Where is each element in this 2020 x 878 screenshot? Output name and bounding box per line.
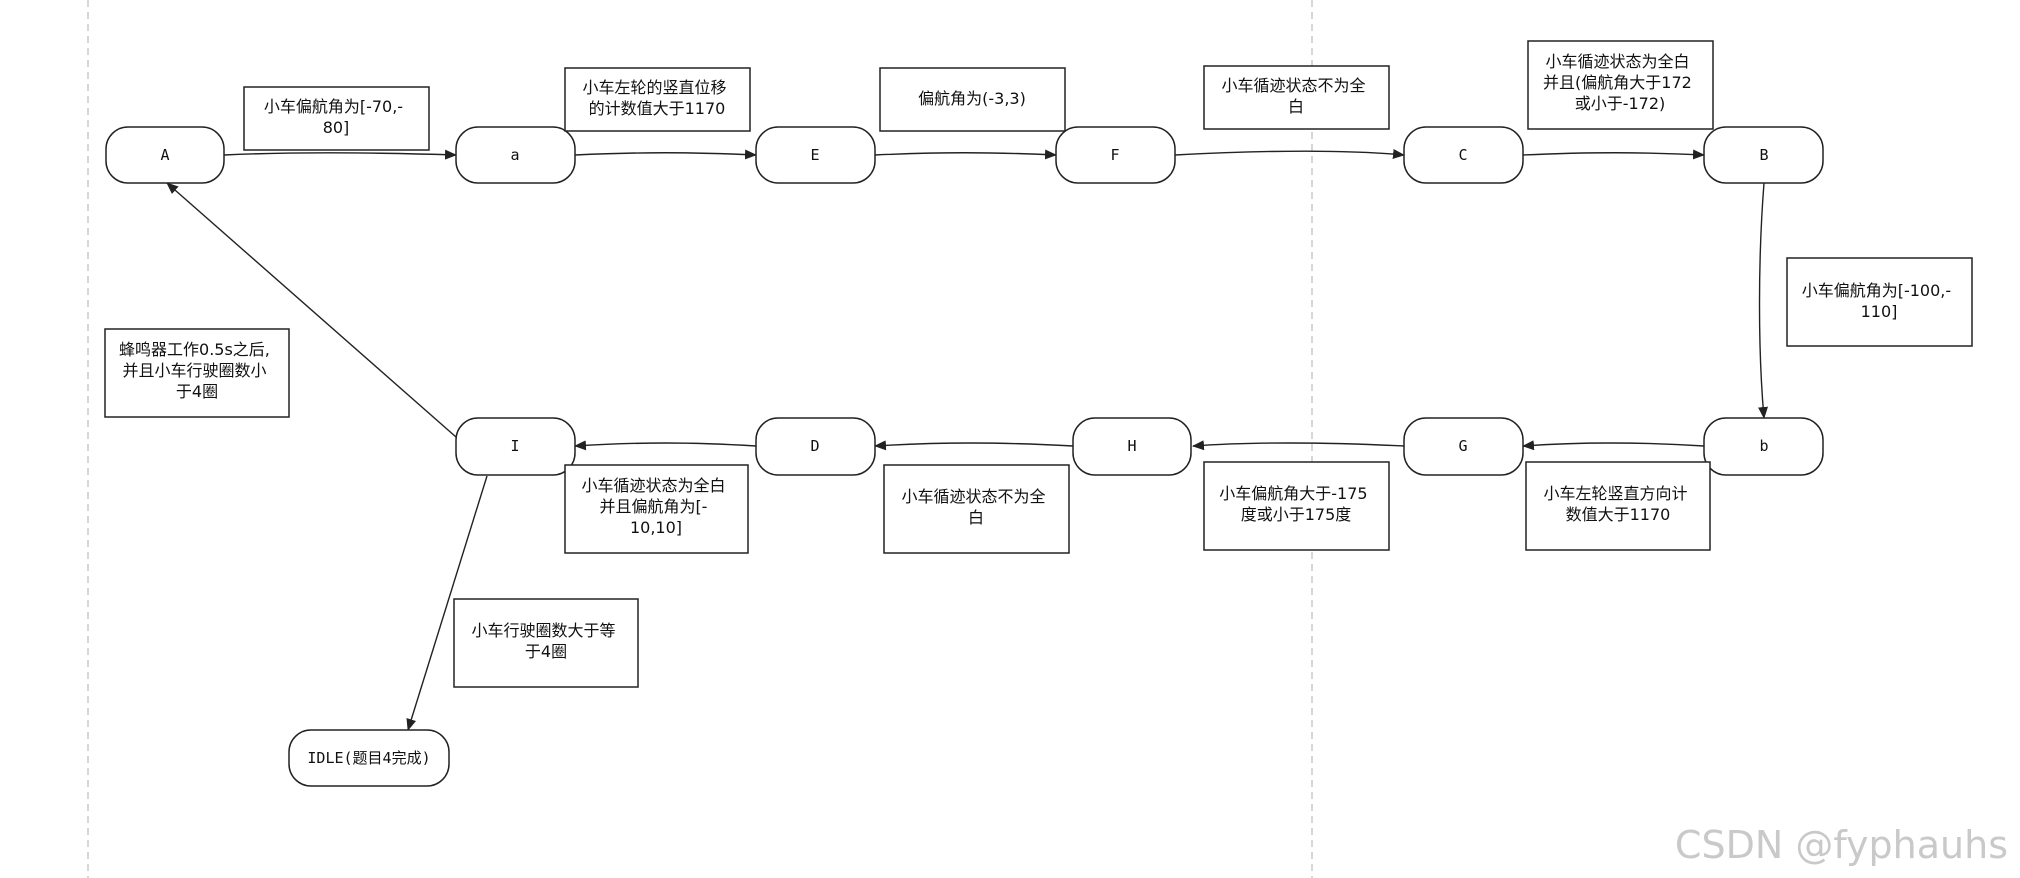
condition-C-to-B: 小车循迹状态为全白 并且(偏航角大于172 或小于-172) xyxy=(1527,40,1714,130)
condition-b-to-G-line-2: 数值大于1170 xyxy=(1566,505,1671,524)
edge-A-to-a xyxy=(223,149,457,160)
condition-a-to-E: 小车左轮的竖直位移 的计数值大于1170 xyxy=(564,67,751,132)
condition-D-to-I-line-3: 10,10] xyxy=(630,518,682,537)
condition-I-to-IDLE: 小车行驶圈数大于等 于4圈 xyxy=(453,598,639,688)
condition-I-to-A: 蜂鸣器工作0.5s之后, 并且小车行驶圈数小 于4圈 xyxy=(104,328,290,418)
svg-text:小车循迹状态为全白 并且(偏航角大于172: 小车循迹状态为全白 并且(偏航角大于172 或小于-172) xyxy=(1543,52,1697,113)
state-label-IDLE: IDLE(题目4完成) xyxy=(307,749,430,767)
state-label-E: E xyxy=(810,146,819,164)
state-node-I[interactable]: I xyxy=(455,417,576,476)
svg-text:小车左轮竖直方向计 数值大于1170: 小车左轮竖直方向计 数值大于1170 xyxy=(1543,484,1692,524)
state-nodes: A a E F C B b G xyxy=(105,126,1824,787)
transition-edges xyxy=(166,149,1769,731)
condition-a-to-E-line-1: 小车左轮的竖直位移 xyxy=(582,78,726,97)
condition-F-to-C-line-1: 小车循迹状态不为全 xyxy=(1221,76,1365,95)
state-label-B: B xyxy=(1759,146,1768,164)
state-node-b[interactable]: b xyxy=(1703,417,1824,476)
edge-C-to-B xyxy=(1522,149,1705,160)
state-node-C[interactable]: C xyxy=(1403,126,1524,184)
edge-I-to-A xyxy=(166,182,457,438)
svg-text:蜂鸣器工作0.5s之后, 并且小车行驶圈数小: 蜂鸣器工作0.5s之后, 并且小车行驶圈数小 于4圈 xyxy=(119,340,275,401)
state-label-a: a xyxy=(510,146,519,164)
edge-D-to-I xyxy=(574,440,757,451)
condition-G-to-H: 小车偏航角大于-175 度或小于175度 xyxy=(1203,461,1390,551)
state-label-b: b xyxy=(1759,437,1768,455)
state-label-F: F xyxy=(1110,146,1119,164)
state-label-D: D xyxy=(810,437,819,455)
svg-text:小车偏航角大于-175 度或小于175度: 小车偏航角大于-175 度或小于175度 xyxy=(1219,484,1372,524)
condition-F-to-C: 小车循迹状态不为全 白 xyxy=(1203,65,1390,130)
condition-G-to-H-line-1: 小车偏航角大于-175 xyxy=(1219,484,1367,503)
svg-text:小车循迹状态不为全 白: 小车循迹状态不为全 白 xyxy=(901,487,1050,527)
state-label-C: C xyxy=(1458,146,1467,164)
condition-H-to-D: 小车循迹状态不为全 白 xyxy=(883,464,1070,554)
condition-b-to-G-line-1: 小车左轮竖直方向计 xyxy=(1543,484,1687,503)
svg-text:小车循迹状态为全白 并且偏航角为[-: 小车循迹状态为全白 并且偏航角为[- 10,10] xyxy=(581,476,730,537)
condition-B-to-b-line-2: 110] xyxy=(1861,302,1898,321)
condition-G-to-H-line-2: 度或小于175度 xyxy=(1241,505,1352,524)
edge-a-to-E xyxy=(574,149,757,160)
condition-D-to-I-line-2: 并且偏航角为[- xyxy=(599,497,707,516)
svg-text:小车左轮的竖直位移 的计数值大于1170: 小车左轮的竖直位移 的计数值大于1170 xyxy=(582,78,731,118)
condition-A-to-a: 小车偏航角为[-70,- 80] xyxy=(243,86,430,151)
edge-b-to-G xyxy=(1522,440,1705,451)
edge-E-to-F xyxy=(874,149,1057,160)
state-node-H[interactable]: H xyxy=(1072,417,1192,476)
condition-H-to-D-line-1: 小车循迹状态不为全 xyxy=(901,487,1045,506)
condition-B-to-b: 小车偏航角为[-100,- 110] xyxy=(1786,257,1973,347)
condition-E-to-F-line-1: 偏航角为(-3,3) xyxy=(918,89,1026,108)
condition-C-to-B-line-1: 小车循迹状态为全白 xyxy=(1545,52,1689,71)
state-label-I: I xyxy=(510,437,519,455)
condition-A-to-a-line-1: 小车偏航角为[-70,- xyxy=(264,97,403,116)
state-node-a[interactable]: a xyxy=(455,126,576,184)
condition-I-to-A-line-1: 蜂鸣器工作0.5s之后, xyxy=(119,340,270,359)
edge-H-to-D xyxy=(874,440,1074,451)
svg-text:小车偏航角为[-70,- 80]: 小车偏航角为[-70,- 80] xyxy=(264,97,408,137)
condition-C-to-B-line-3: 或小于-172) xyxy=(1575,94,1666,113)
csdn-watermark: CSDN @fyphauhs xyxy=(1675,823,2008,867)
svg-text:小车循迹状态不为全 白: 小车循迹状态不为全 白 xyxy=(1221,76,1370,116)
edge-B-to-b xyxy=(1758,182,1769,419)
condition-D-to-I: 小车循迹状态为全白 并且偏航角为[- 10,10] xyxy=(564,464,749,554)
edge-F-to-C xyxy=(1174,149,1405,159)
state-label-H: H xyxy=(1127,437,1136,455)
svg-text:小车偏航角为[-100,- 110]: 小车偏航角为[-100,- 110] xyxy=(1802,281,1957,321)
edge-I-to-IDLE xyxy=(406,475,488,731)
condition-a-to-E-line-2: 的计数值大于1170 xyxy=(589,99,726,118)
state-node-D[interactable]: D xyxy=(755,417,876,476)
condition-b-to-G: 小车左轮竖直方向计 数值大于1170 xyxy=(1525,461,1711,551)
edge-G-to-H xyxy=(1192,440,1405,451)
condition-I-to-IDLE-line-2: 于4圈 xyxy=(525,642,567,661)
state-node-B[interactable]: B xyxy=(1703,126,1824,184)
condition-A-to-a-line-2: 80] xyxy=(323,118,350,137)
condition-B-to-b-line-1: 小车偏航角为[-100,- xyxy=(1802,281,1951,300)
condition-I-to-A-line-3: 于4圈 xyxy=(176,382,218,401)
state-label-G: G xyxy=(1458,437,1467,455)
condition-F-to-C-line-2: 白 xyxy=(1288,97,1304,116)
condition-C-to-B-line-2: 并且(偏航角大于172 xyxy=(1543,73,1692,92)
state-node-F[interactable]: F xyxy=(1055,126,1176,184)
svg-text:小车行驶圈数大于等 于4圈: 小车行驶圈数大于等 于4圈 xyxy=(471,621,620,661)
state-node-E[interactable]: E xyxy=(755,126,876,184)
condition-E-to-F: 偏航角为(-3,3) xyxy=(879,67,1066,132)
state-node-G[interactable]: G xyxy=(1403,417,1524,476)
condition-D-to-I-line-1: 小车循迹状态为全白 xyxy=(581,476,725,495)
state-node-A[interactable]: A xyxy=(105,126,225,184)
condition-H-to-D-line-2: 白 xyxy=(968,508,984,527)
condition-I-to-A-line-2: 并且小车行驶圈数小 xyxy=(122,361,266,380)
condition-I-to-IDLE-line-1: 小车行驶圈数大于等 xyxy=(471,621,615,640)
condition-boxes: 小车偏航角为[-70,- 80] 小车左轮的竖直位移 的计数值大于1170 偏航… xyxy=(104,40,1973,688)
state-node-IDLE[interactable]: IDLE(题目4完成) xyxy=(288,729,450,787)
state-label-A: A xyxy=(160,146,169,164)
